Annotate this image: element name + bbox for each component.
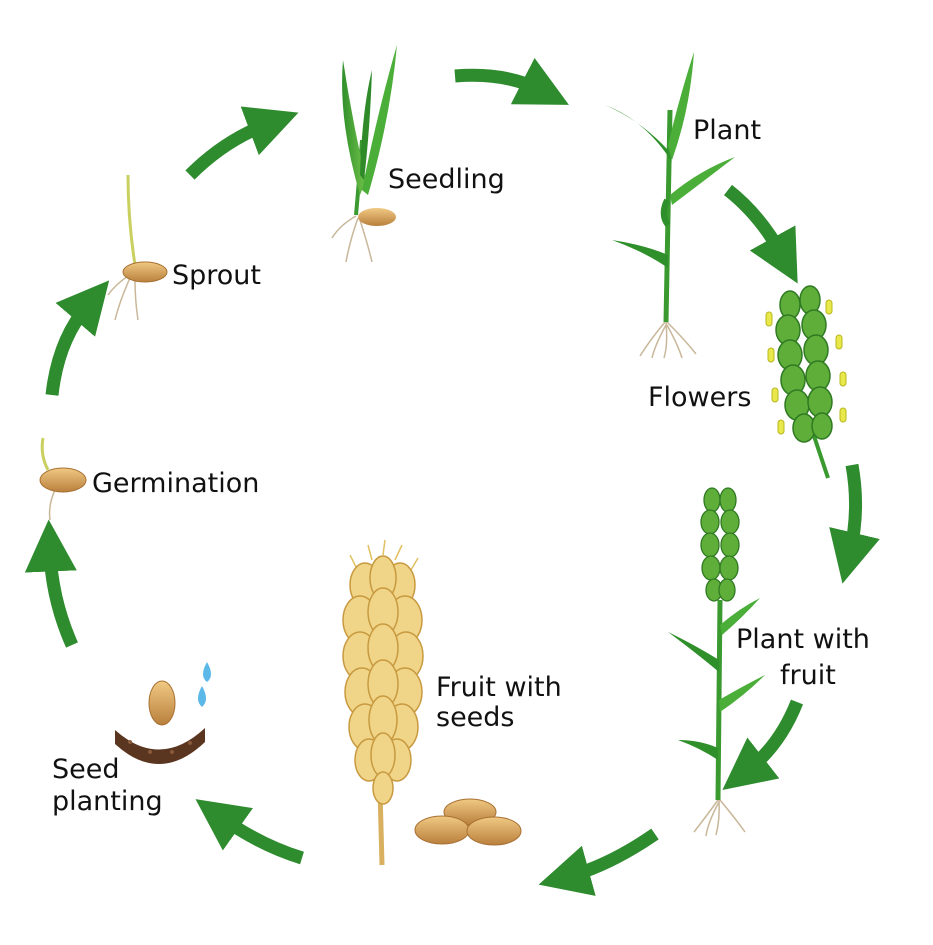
label-seedling: Seedling <box>388 164 505 195</box>
ripe-ear-illustration <box>342 539 424 866</box>
arrow-germination-up <box>24 519 78 648</box>
seed-planting-illustration <box>115 662 211 765</box>
plant-with-fruit-illustration <box>668 487 765 837</box>
label-plant-with-fruit-1: Plant with <box>736 624 870 655</box>
germination-illustration <box>39 437 87 521</box>
label-plant: Plant <box>693 115 762 146</box>
label-fruit-with-seeds-2: seeds <box>436 702 515 733</box>
label-seed-planting-2: planting <box>52 786 163 817</box>
arrow-plant-to-flowers <box>723 184 798 284</box>
arrow-fruit-plant-to-ripe <box>722 699 804 791</box>
label-germination: Germination <box>92 468 260 499</box>
label-sprout: Sprout <box>172 260 262 291</box>
water-drops <box>198 662 211 707</box>
arrow-seedling-to-plant <box>454 57 569 105</box>
label-flowers: Flowers <box>648 382 752 413</box>
sprout-illustration <box>107 174 168 321</box>
plant-illustration <box>605 52 735 359</box>
flowering-ear-illustration <box>765 285 847 479</box>
arrow-planting-to-germination <box>195 799 304 865</box>
label-fruit-with-seeds-1: Fruit with <box>436 672 562 703</box>
arrow-flowers-to-fruit-plant <box>829 463 880 584</box>
arrow-ripe-to-planting <box>538 828 659 896</box>
harvested-seeds <box>414 798 522 846</box>
seedling-illustration <box>331 45 397 263</box>
arrow-sprout-to-seedling <box>185 106 299 180</box>
label-plant-with-fruit-2: fruit <box>780 660 836 691</box>
label-seed-planting-1: Seed <box>52 754 120 785</box>
arrow-to-sprout <box>45 280 110 396</box>
